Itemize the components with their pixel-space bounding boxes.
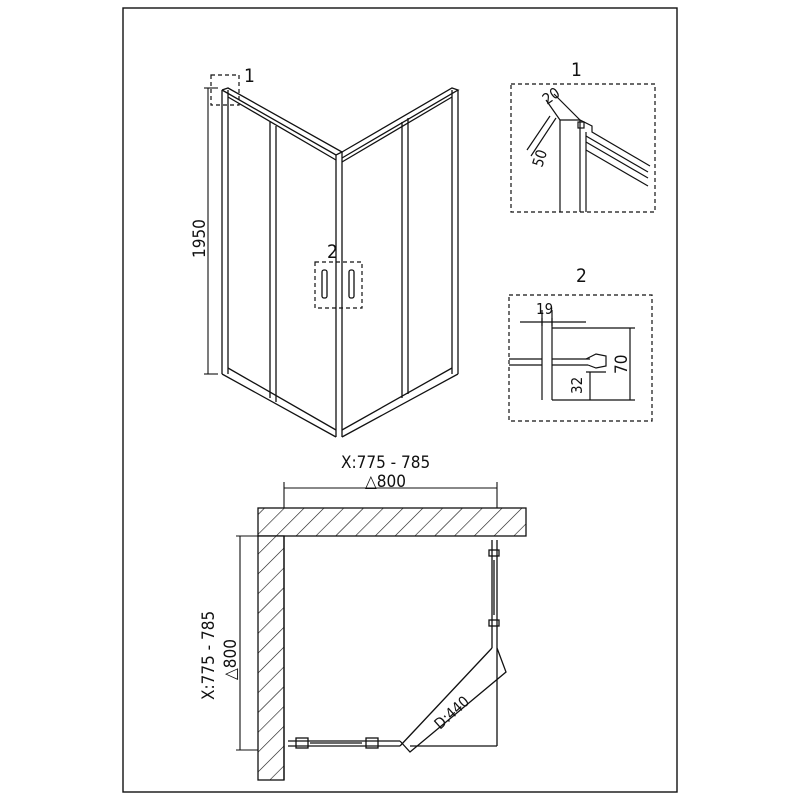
detail-1-title: 1 <box>571 59 582 81</box>
wall-top <box>257 507 527 537</box>
front-view <box>221 87 460 438</box>
plan-top-dim: △800 <box>365 472 406 492</box>
plan-top-range: X:775 - 785 <box>341 453 430 473</box>
detail-1-dim-b: 50 <box>529 147 551 169</box>
callout-box-2 <box>314 261 363 309</box>
detail-2-dim-b: 70 <box>612 355 632 374</box>
detail-2-title: 2 <box>576 265 587 287</box>
callout-box-1 <box>210 74 240 106</box>
callout-label-2: 2 <box>327 241 338 263</box>
height-dim-label: 1950 <box>190 219 210 258</box>
plan-diag-dim: D:440 <box>431 692 473 733</box>
enclosure-plan <box>288 540 507 753</box>
detail-2-profile <box>509 310 635 401</box>
detail-1-profile <box>526 93 651 212</box>
height-dimension <box>204 87 218 375</box>
plan-top-dimension <box>283 482 498 510</box>
wall-left <box>257 535 285 781</box>
plan-left-dimension <box>236 535 258 751</box>
detail-1-dim-a: 20 <box>539 84 563 109</box>
plan-left-dim: △800 <box>221 639 241 680</box>
detail-2-dim-c: 32 <box>568 377 586 394</box>
sheet-border <box>122 7 678 793</box>
plan-left-range: X:775 - 785 <box>199 611 219 700</box>
detail-1-box <box>510 83 656 213</box>
detail-2-dim-a: 19 <box>536 300 553 318</box>
detail-2-box <box>508 294 653 422</box>
callout-label-1: 1 <box>244 65 255 87</box>
